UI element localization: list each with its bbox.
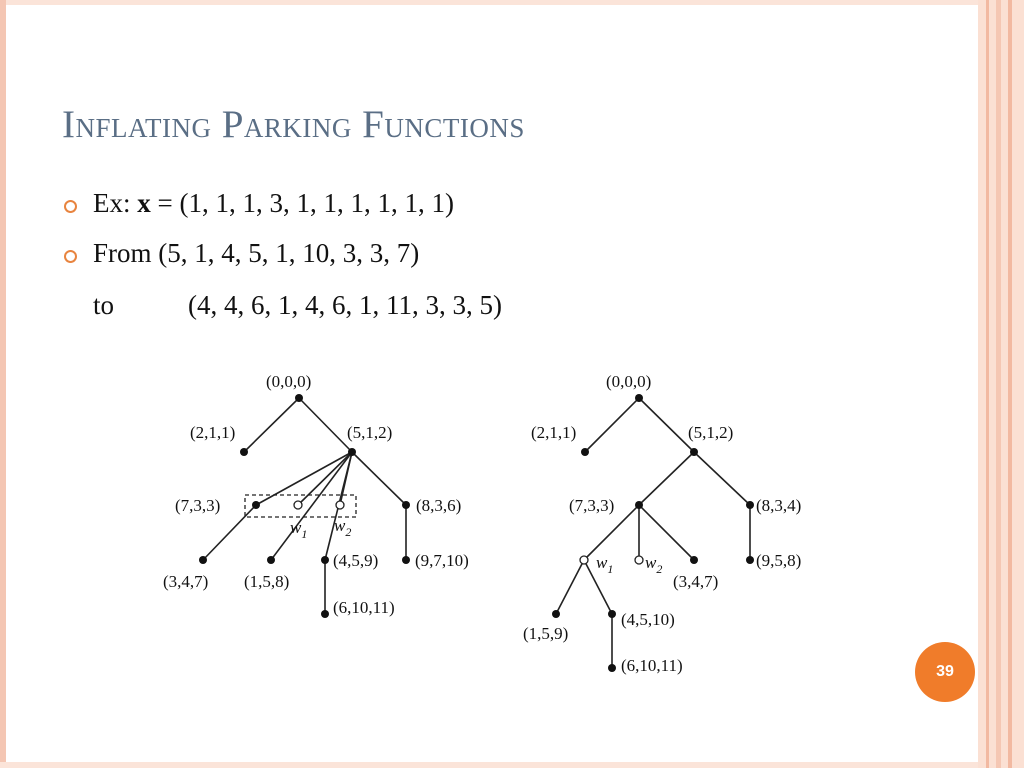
node-label: (2,1,1) [190, 423, 235, 442]
w1-label: w1 [290, 518, 307, 541]
node-label: (5,1,2) [347, 423, 392, 442]
node-label: (5,1,2) [688, 423, 733, 442]
tree-node [690, 448, 698, 456]
slide-number-badge: 39 [915, 642, 975, 702]
tree-node [608, 664, 616, 672]
bullet-text: From (5, 1, 4, 5, 1, 10, 3, 3, 7) [93, 238, 420, 268]
tree-node [321, 556, 329, 564]
open-node [634, 555, 644, 565]
w2-label: w2 [334, 516, 351, 539]
node-label: (0,0,0) [606, 372, 651, 391]
continuation-to: to [93, 290, 115, 320]
tree-node [402, 556, 410, 564]
tree-node [635, 501, 643, 509]
node-label: (4,5,9) [333, 551, 378, 570]
right-tree [555, 397, 751, 668]
frame-left [0, 0, 6, 768]
bullet-prefix: Ex: [93, 188, 138, 218]
w2-label: w2 [645, 553, 662, 576]
bullet-icon [64, 250, 77, 263]
tree-node [402, 501, 410, 509]
tree-node [252, 501, 260, 509]
node-label: (7,3,3) [569, 496, 614, 515]
tree-node [199, 556, 207, 564]
tree-node [746, 501, 754, 509]
node-label: (8,3,6) [416, 496, 461, 515]
tree-node [348, 448, 356, 456]
node-label: (4,5,10) [621, 610, 675, 629]
frame-top [0, 0, 1024, 5]
node-label: (7,3,3) [175, 496, 220, 515]
right-tree-nodes [552, 394, 754, 672]
tree-node [581, 448, 589, 456]
left-tree-nodes [199, 394, 410, 618]
node-label: (1,5,9) [523, 624, 568, 643]
tree-node [746, 556, 754, 564]
node-label: (0,0,0) [266, 372, 311, 391]
w1-label: w1 [596, 553, 613, 576]
tree-node [295, 394, 303, 402]
node-label: (8,3,4) [756, 496, 801, 515]
bullet-suffix: = (1, 1, 1, 3, 1, 1, 1, 1, 1, 1) [150, 188, 454, 218]
node-label: (2,1,1) [531, 423, 576, 442]
slide-title: Inflating Parking Functions [62, 103, 525, 146]
node-label: (6,10,11) [333, 598, 395, 617]
frame-bottom [0, 762, 1024, 768]
bullet-bold-var: x [137, 188, 151, 218]
tree-node [267, 556, 275, 564]
node-label: (3,4,7) [163, 572, 208, 591]
tree-node [635, 394, 643, 402]
bullet-icon [64, 200, 77, 213]
tree-node [690, 556, 698, 564]
tree-node [608, 610, 616, 618]
open-node [579, 555, 589, 565]
tree-node [552, 610, 560, 618]
open-node [335, 500, 345, 510]
node-label: (3,4,7) [673, 572, 718, 591]
dashed-selection-box [244, 494, 357, 518]
node-label: (9,5,8) [756, 551, 801, 570]
tree-node [240, 448, 248, 456]
open-node [293, 500, 303, 510]
frame-right [978, 0, 1024, 768]
node-label: (1,5,8) [244, 572, 289, 591]
continuation-value: (4, 4, 6, 1, 4, 6, 1, 11, 3, 3, 5) [188, 290, 502, 320]
node-label: (6,10,11) [621, 656, 683, 675]
node-label: (9,7,10) [415, 551, 469, 570]
tree-node [321, 610, 329, 618]
